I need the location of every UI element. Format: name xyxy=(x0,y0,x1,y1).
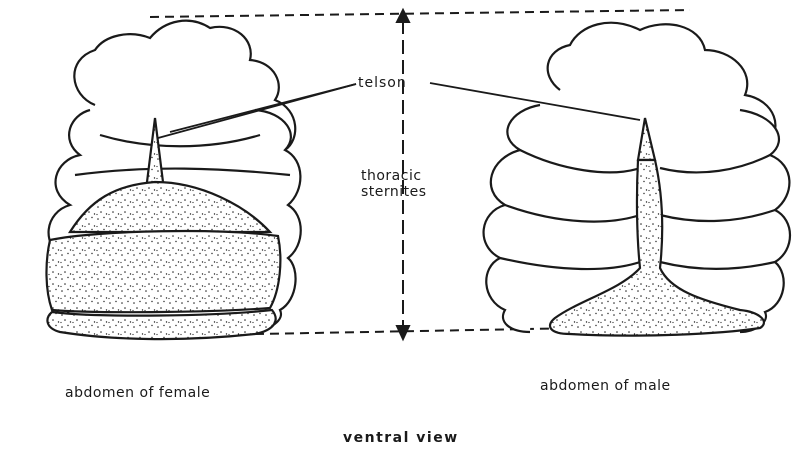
telson-label: telson xyxy=(358,75,407,91)
thoracic-label-line2: sternites xyxy=(361,184,427,200)
male-caption: abdomen of male xyxy=(540,378,671,394)
female-abdomen-upper xyxy=(70,182,270,232)
view-caption: ventral view xyxy=(343,430,459,446)
female-abdomen-lower xyxy=(46,231,280,312)
thoracic-label-line1: thoracic xyxy=(361,168,427,184)
female-telson xyxy=(146,118,164,190)
male-right-lobes xyxy=(740,110,790,332)
male-abdomen-stem xyxy=(550,160,764,336)
female-caption: abdomen of female xyxy=(65,385,210,401)
male-left-lobes xyxy=(484,105,540,332)
male-telson xyxy=(638,118,655,160)
female-crab xyxy=(46,21,300,339)
male-crab xyxy=(484,23,790,336)
thoracic-sternites-label: thoracic sternites xyxy=(361,168,427,200)
female-abdomen-base xyxy=(47,310,275,339)
